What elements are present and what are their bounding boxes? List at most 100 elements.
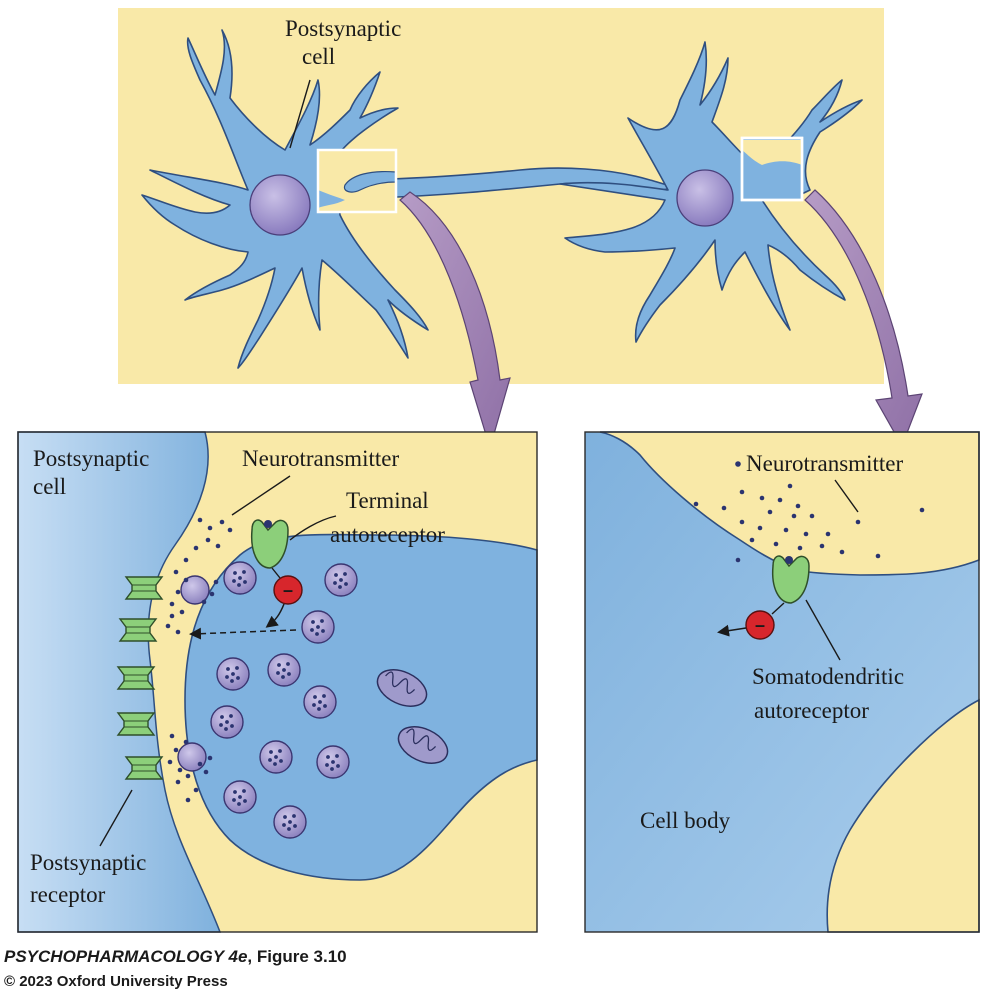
vesicle-dot <box>330 767 334 771</box>
inhibit-symbol-somato <box>745 610 775 640</box>
right-neuron <box>559 41 863 343</box>
label-postsyn-receptor-1: Postsynaptic <box>30 850 146 875</box>
vesicle-dot <box>231 672 235 676</box>
vesicle-dot <box>279 759 283 763</box>
neurotransmitter-dot <box>797 545 803 551</box>
vesicle-dot <box>236 676 240 680</box>
label-postsyn-receptor-2: receptor <box>30 882 106 907</box>
vesicle-dot <box>335 754 339 758</box>
vesicle-dot <box>344 582 348 586</box>
vesicle-dot <box>243 799 247 803</box>
vesicle-dot <box>276 671 280 675</box>
neurotransmitter-dot <box>169 733 175 739</box>
inhibit-arrow-terminal <box>265 603 285 628</box>
caption-figure: , Figure 3.10 <box>247 947 346 966</box>
postsynaptic-receptors <box>116 576 164 780</box>
neurotransmitter-dot <box>207 755 213 761</box>
caption-line-1: PSYCHOPHARMACOLOGY 4e, Figure 3.10 <box>4 947 347 966</box>
neurotransmitter-dot <box>219 519 225 525</box>
vesicle-dot <box>322 694 326 698</box>
neurotransmitter-dot <box>739 519 745 525</box>
vesicle-dot <box>333 581 337 585</box>
vesicle-dot <box>238 795 242 799</box>
vesicle-dot <box>336 764 340 768</box>
vesicle-dot <box>315 632 319 636</box>
right-neuron-nucleus <box>676 169 734 227</box>
neurotransmitter-dot <box>197 517 203 523</box>
neurotransmitter-dot <box>209 591 215 597</box>
label-top-postsynaptic-1: Postsynaptic <box>285 16 401 41</box>
vesicle-dot <box>235 666 239 670</box>
label-left-postsynaptic-1: Postsynaptic <box>33 446 149 471</box>
cleft-neurotransmitter <box>165 517 233 803</box>
label-terminal-2: autoreceptor <box>330 522 445 547</box>
neurotransmitter-dot <box>169 601 175 607</box>
vesicle-dot <box>238 576 242 580</box>
vesicle-dot <box>311 620 315 624</box>
caption-book-title: PSYCHOPHARMACOLOGY 4e <box>4 947 247 966</box>
vesicle-dot <box>237 802 241 806</box>
vesicle-dot <box>331 760 335 764</box>
leader-somato-autoreceptor <box>805 599 841 661</box>
neurotransmitter-dot <box>201 599 207 605</box>
postsynaptic-receptor <box>124 756 164 780</box>
neurotransmitter-dot <box>175 629 181 635</box>
inhibit-symbol-terminal <box>273 575 303 605</box>
vesicle-dot <box>242 570 246 574</box>
zoom-arrow-right <box>804 189 923 448</box>
vesicle-dot <box>274 755 278 759</box>
neurotransmitter-dot <box>197 761 203 767</box>
label-somato-1: Somatodendritic <box>752 664 904 689</box>
extracellular-region-bottom <box>826 698 980 933</box>
neurotransmitter-dot <box>809 513 815 519</box>
neurotransmitter-dot <box>193 545 199 551</box>
vesicle-dot <box>224 727 228 731</box>
left-neuron-nucleus <box>249 174 311 236</box>
vesicle-dot <box>318 700 322 704</box>
vesicle-dot <box>313 695 317 699</box>
vesicle-dot <box>316 625 320 629</box>
neurotransmitter-dot <box>819 543 825 549</box>
vesicle-dot <box>282 668 286 672</box>
neurotransmitter-dot <box>215 543 221 549</box>
vesicle-dot <box>286 662 290 666</box>
leader-right-neurotransmitter <box>834 479 859 513</box>
neurotransmitter-dot <box>165 623 171 629</box>
inhibit-minus-somato: – <box>755 615 765 635</box>
vesicle-dot <box>232 579 236 583</box>
postsynaptic-receptor <box>116 712 156 736</box>
leader-terminal-autoreceptor <box>289 515 337 541</box>
neurotransmitter-dot <box>795 503 801 509</box>
vesicle-dot <box>323 704 327 708</box>
neurotransmitter-dot <box>773 541 779 547</box>
label-left-neurotransmitter: Neurotransmitter <box>242 446 399 471</box>
top-overview-panel: Postsynaptic cell <box>118 8 884 384</box>
vesicle-dot <box>219 723 223 727</box>
vesicle-dot <box>287 827 291 831</box>
neurotransmitter-dot <box>183 557 189 563</box>
vesicle-dot <box>229 714 233 718</box>
vesicle-dot <box>225 675 229 679</box>
vesicle-dot <box>282 823 286 827</box>
vesicle-dot <box>269 750 273 754</box>
vesicle-dot <box>338 585 342 589</box>
postsynaptic-receptor <box>118 618 158 642</box>
vesicle-dot <box>278 749 282 753</box>
neurotransmitter-dot <box>177 767 183 773</box>
terminal-panel-frame <box>17 431 538 933</box>
autoreceptor-stem <box>271 567 281 579</box>
terminal-autoreceptor <box>250 519 289 569</box>
vesicle-dot <box>287 672 291 676</box>
vesicle-dot <box>320 619 324 623</box>
neurotransmitter-dot <box>783 527 789 533</box>
postsynaptic-receptor <box>124 576 164 600</box>
neurotransmitter-dot <box>759 495 765 501</box>
vesicle-dot <box>233 790 237 794</box>
label-top-postsynaptic-2: cell <box>302 44 335 69</box>
label-terminal-1: Terminal <box>346 488 429 513</box>
vesicle-dot <box>233 571 237 575</box>
vesicle-dot <box>293 824 297 828</box>
leader-left-neurotransmitter <box>231 475 291 516</box>
somato-neurotransmitter <box>693 483 925 563</box>
neurotransmitter-dot <box>875 553 881 559</box>
